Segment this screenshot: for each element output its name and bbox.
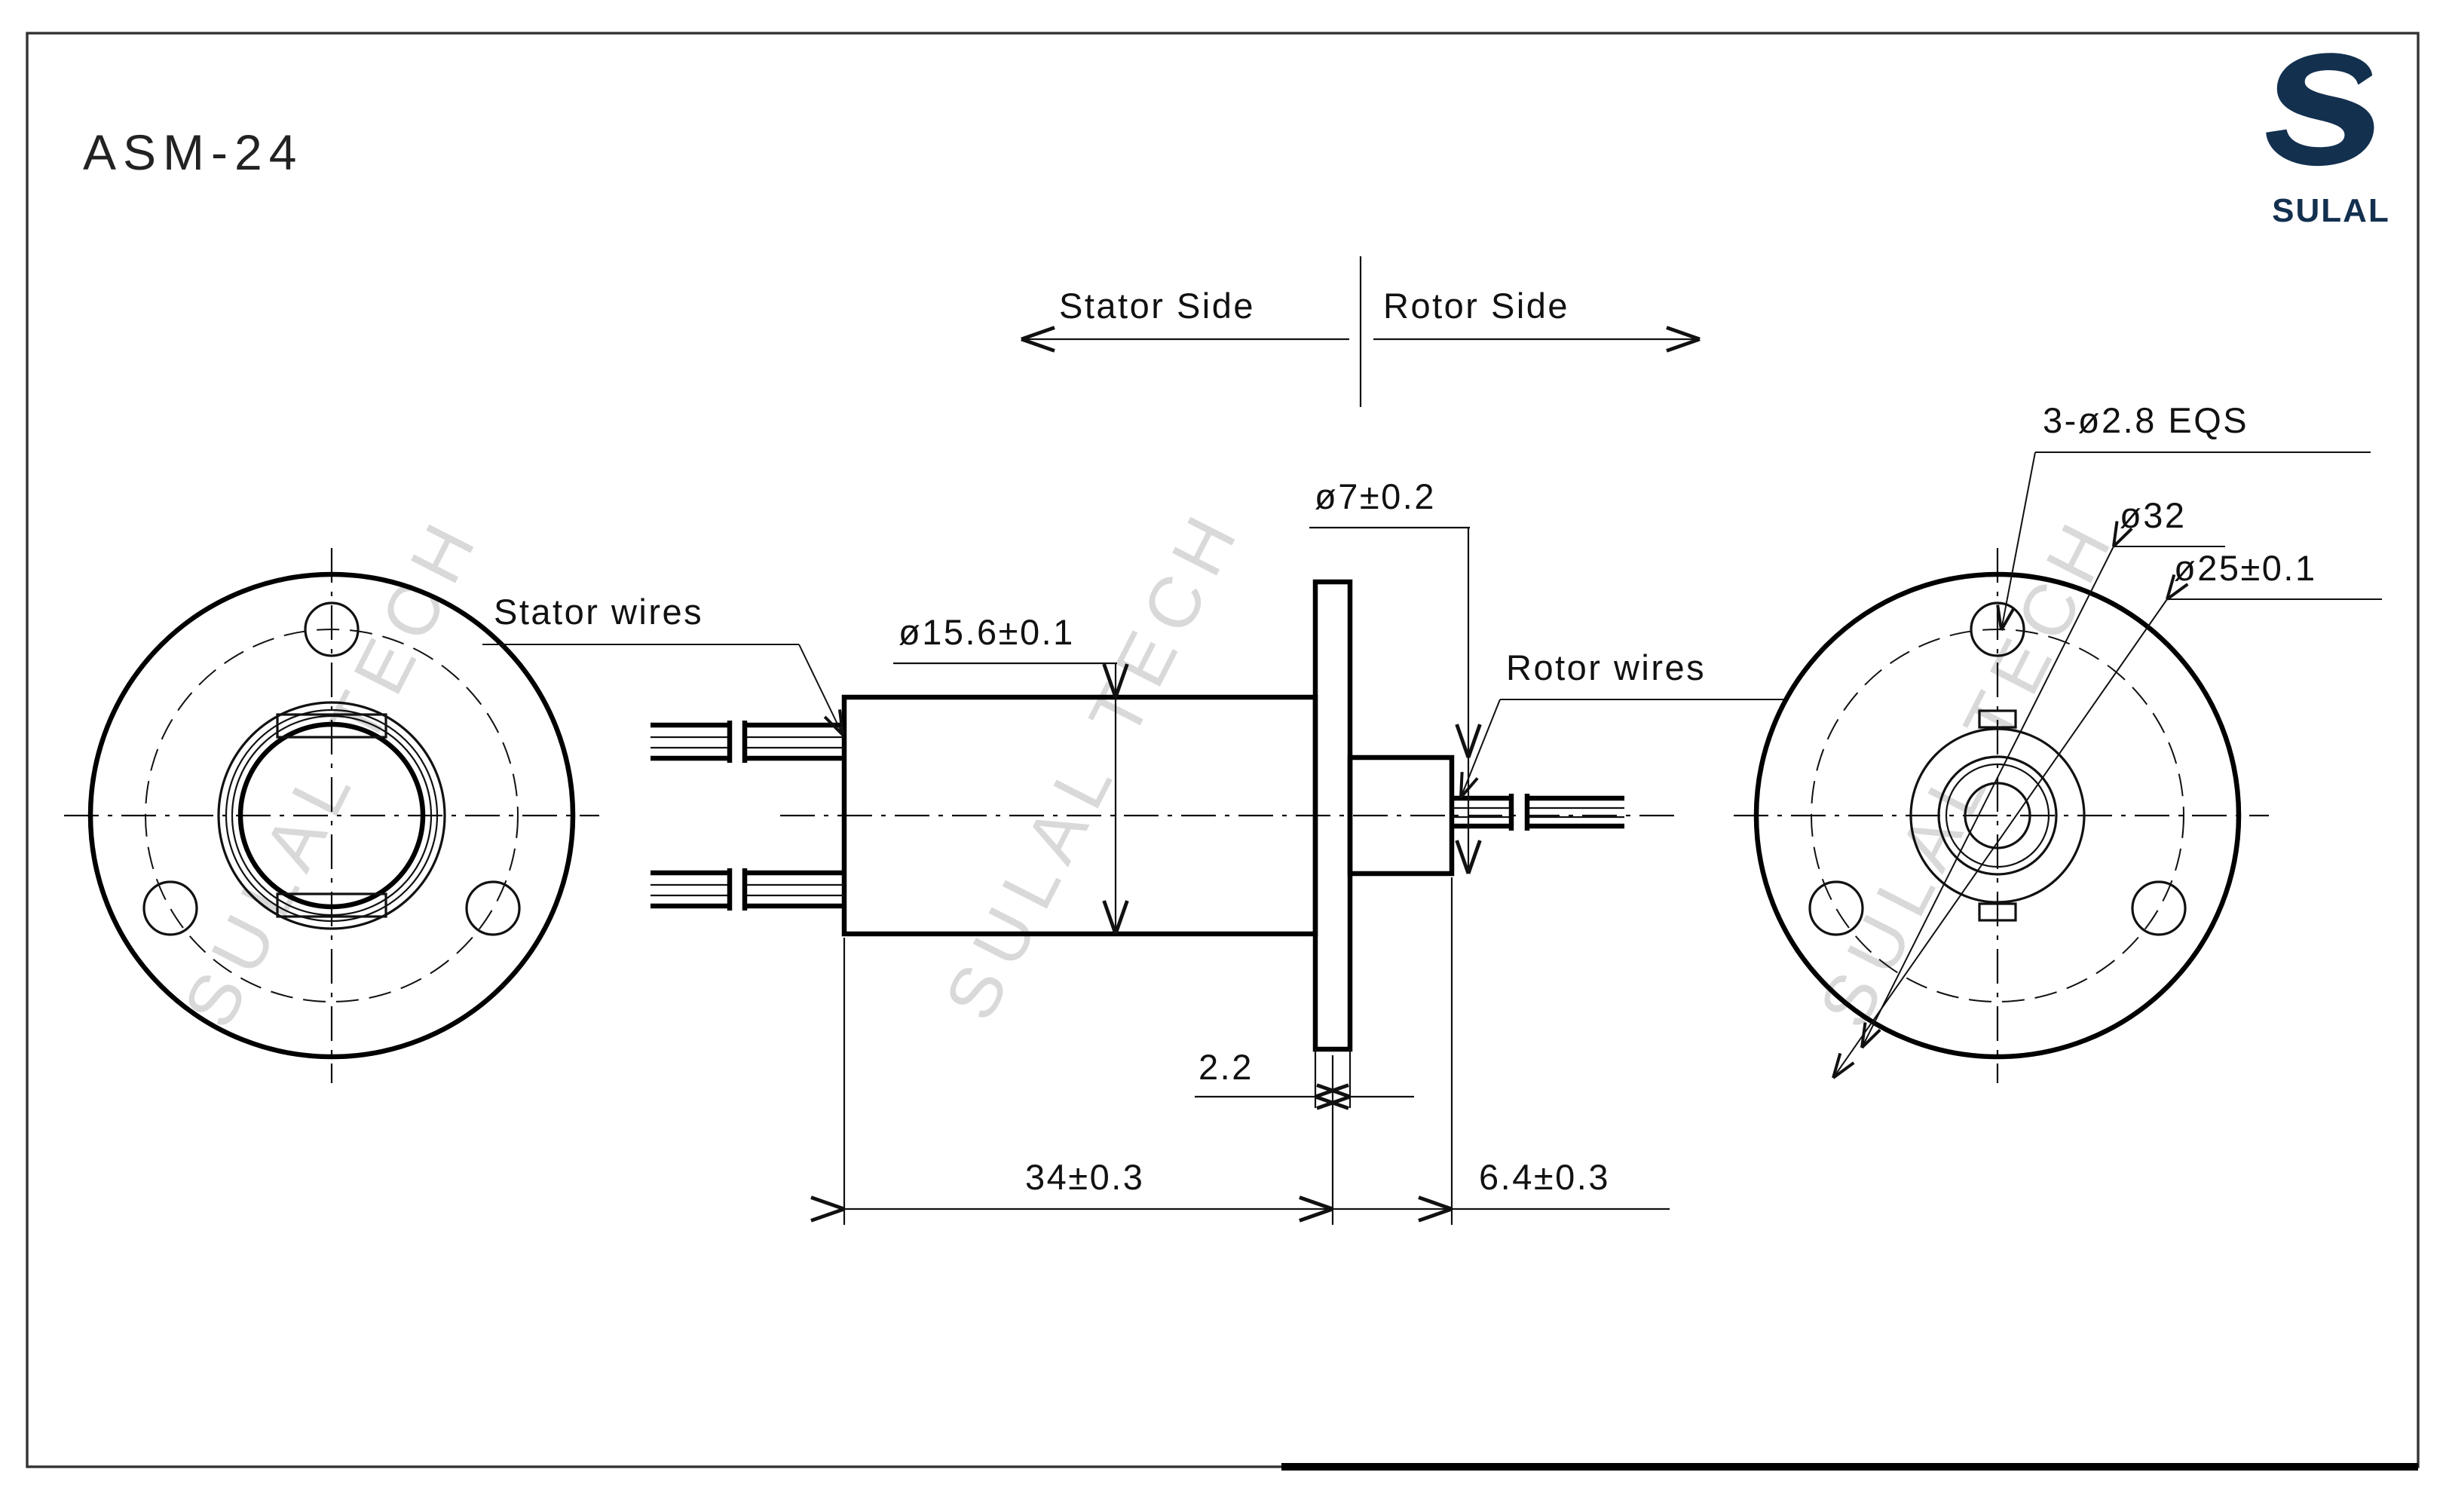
stator-wire-lower	[651, 868, 844, 911]
flange-outer-circle	[87, 571, 576, 1060]
inner-ring-mid	[225, 709, 439, 923]
shaft-diameter-label: ø7±0.2	[1315, 476, 1436, 516]
rotor-wire-bundle	[1452, 794, 1624, 831]
brand-name: SULAL	[2272, 192, 2390, 229]
key-slot-bottom	[276, 892, 387, 918]
flange-od-label: ø25±0.1	[2174, 548, 2317, 588]
side-section-view: Stator wires Rotor wires ø15.6±0.1 ø7±0.…	[482, 476, 1786, 1225]
sulal-s-logo-icon	[2250, 45, 2412, 196]
flange-thickness-label: 2.2	[1199, 1047, 1254, 1087]
inner-ring-outer	[217, 701, 446, 930]
rotor-wires-callout: Rotor wires	[1459, 647, 1786, 799]
inner-ring-mid2	[231, 715, 433, 917]
mounting-hole	[2131, 880, 2187, 936]
stator-wires-label: Stator wires	[494, 592, 703, 632]
rotor-end-view: 3-ø2.8 EQS ø32 ø25±0.1	[1734, 400, 2382, 1083]
stator-side-label: Stator Side	[1059, 286, 1255, 326]
body-length-label: 34±0.3	[1025, 1157, 1144, 1197]
wire-bundle-segment	[651, 721, 733, 763]
sheet-border	[26, 32, 2420, 1471]
page-title: ASM-24	[83, 124, 303, 180]
mounting-hole	[465, 880, 521, 936]
wire-bundle-segment	[651, 868, 733, 911]
wire-bundle-segment	[742, 721, 844, 763]
bore-circle	[237, 721, 426, 910]
watermark-group: SULAL TECH SULAL TECH SULAL TECH	[168, 494, 2131, 1039]
stator-end-view	[64, 548, 599, 1083]
wire-bundle-segment	[742, 868, 844, 911]
dim-shaft-diameter: ø7±0.2	[1309, 476, 1470, 874]
dim-rotor-length: 6.4±0.3	[1333, 877, 1670, 1225]
bolt-circle	[145, 629, 519, 1002]
wire-bundle-segment	[1524, 794, 1624, 831]
key-slot-top	[276, 713, 387, 739]
orientation-indicator: Stator Side Rotor Side	[1021, 256, 1700, 407]
watermark-right: SULAL TECH	[1804, 501, 2131, 1039]
dim-flange-thickness: 2.2	[1195, 1047, 1414, 1108]
watermark-center: SULAL TECH	[929, 494, 1257, 1032]
holes-label: 3-ø2.8 EQS	[2043, 400, 2249, 440]
bolt-circle-label: ø32	[2120, 495, 2187, 535]
dim-body-length: 34±0.3	[844, 938, 1334, 1225]
dim-body-diameter: ø15.6±0.1	[893, 612, 1117, 934]
rotor-wires-label: Rotor wires	[1506, 647, 1706, 687]
mounting-hole	[142, 880, 198, 936]
rotor-side-label: Rotor Side	[1383, 286, 1569, 326]
wire-bundle-segment	[1452, 794, 1514, 831]
rotor-hub-boss	[1347, 754, 1455, 877]
body-diameter-label: ø15.6±0.1	[898, 612, 1075, 652]
flange-od-callout: ø25±0.1	[1832, 548, 2382, 1079]
rotor-length-label: 6.4±0.3	[1479, 1157, 1610, 1197]
stator-wires-callout: Stator wires	[482, 592, 844, 736]
mounting-hole	[304, 601, 360, 657]
stator-wire-upper	[651, 721, 844, 763]
